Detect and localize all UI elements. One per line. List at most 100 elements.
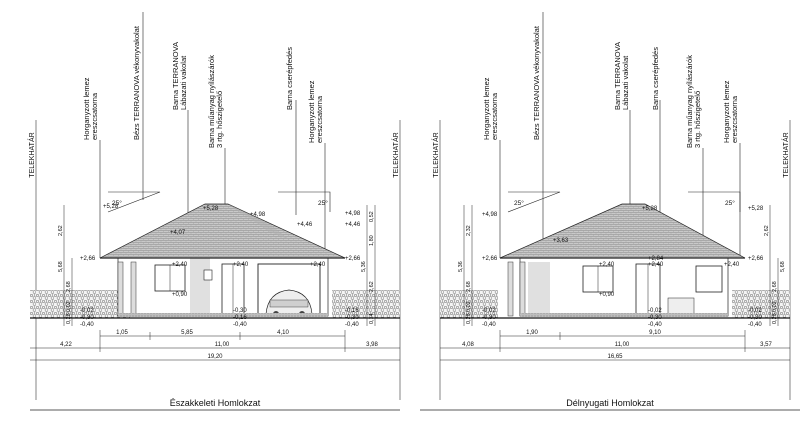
level: +2,40 [648,262,664,268]
plinth [520,313,728,317]
hdim: 9,10 [649,330,661,336]
level: +4,07 [170,230,186,236]
level: -0,30 [80,315,94,321]
level: +5,28 [203,206,219,212]
pitch-symbols [107,191,331,213]
right-elevation: TELEKHATÁR TELEKHATÁR Horganyzott lemez … [420,12,800,411]
window-small [203,269,213,281]
wall-shade [528,262,550,316]
level: +2,40 [599,262,615,268]
level: -0,02 [482,308,496,314]
level: +0,90 [172,292,188,298]
callout-text: Barna TERRANOVA [613,42,622,110]
pitch-label: 25° [112,199,122,207]
vdim: 1,80 [369,235,375,246]
pitch-symbols [507,191,741,213]
hdim: 5,85 [181,330,193,336]
porch-post [507,261,514,317]
level: -0,30 [233,308,247,314]
callout-text: Bézs TERRANOVA vékonyvakolat [532,25,541,140]
level-markers: +5,28 +5,28 +4,98 +4,46 +4,07 +4,98 +4,4… [80,204,361,328]
level: +2,66 [748,256,764,262]
vdim: 2,62 [369,281,375,292]
callout-text: Horganyzott lemez [82,77,91,140]
vdim: 2,68 [772,281,778,292]
vdim: 2,32 [466,225,472,236]
vdim: 0,28 [66,313,72,324]
level: +5,28 [748,206,764,212]
callout-text: 3 rtg. hőszigetelő [693,91,702,148]
level: +4,98 [250,212,266,218]
callout-text: ereszcsatorna [315,95,324,143]
level: +4,98 [345,211,361,217]
level: +2,40 [233,262,249,268]
level: -0,02 [648,308,662,314]
callout-text: Bézs TERRANOVA vékonyvakolat [132,25,141,140]
garden-bench [667,297,695,315]
vdim: 5,68 [58,261,64,272]
callout-text: Barna műanyag nyílászárók [685,55,694,148]
hdim: 16,65 [607,354,623,360]
callout-text: Horganyzott lemez [307,80,316,143]
pitch-label: 25° [318,199,328,207]
vdim-lines [463,205,779,326]
boundary-label-left: TELEKHATÁR [431,132,440,177]
level: +4,98 [482,212,498,218]
shrubbery [332,290,400,318]
vdim: 0,02 [772,301,778,312]
pitch-label: 25° [514,199,524,207]
level: +2,66 [482,256,498,262]
callout-text: 3 rtg. hőszigetelő [215,91,224,148]
boundary-label-right: TELEKHATÁR [781,132,790,177]
vdim: 0,02 [66,301,72,312]
pitch-label: 25° [725,199,735,207]
vdims: 2,32 5,36 2,68 0,02 0,28 2,62 5,68 2,68 … [458,225,786,324]
porch-post [519,261,526,317]
level: -0,16 [345,308,359,314]
hdim: 4,10 [277,330,289,336]
callout-text: Lábazati vakolat [621,55,630,110]
level: -0,30 [648,315,662,321]
hdim-lines [440,330,790,361]
roof-hip [228,204,290,240]
callout-text: ereszcsatorna [730,95,739,143]
shrubbery [440,290,498,318]
vdim: 2,62 [58,225,64,236]
level: +2,40 [310,262,326,268]
level: +2,40 [724,262,740,268]
vdim: 5,36 [458,261,464,272]
callouts: Horganyzott lemez ereszcsatorna Bézs TER… [482,25,739,148]
shrubbery [30,290,130,318]
level: +5,28 [642,206,658,212]
shrubbery [732,290,790,318]
callout-text: Barna TERRANOVA [171,42,180,110]
window [695,265,723,293]
level: +0,90 [599,292,615,298]
hdim: 3,98 [366,342,378,348]
hdim-lines [30,330,400,361]
callout-text: Barna cserépfedés [285,47,294,110]
level: -0,16 [233,315,247,321]
hdim: 4,22 [60,342,72,348]
level: -0,40 [233,322,247,328]
vdim: 0,28 [772,313,778,324]
callout-text: Barna cserépfedés [651,47,660,110]
elevation-caption: Délnyugati Homlokzat [566,398,654,408]
elevation-caption: Északkeleti Homlokzat [170,398,261,408]
level: -0,02 [748,308,762,314]
vdim: 5,68 [780,261,786,272]
callout-text: Horganyzott lemez [482,77,491,140]
roof [499,203,746,259]
level: -0,40 [482,322,496,328]
level: -0,40 [80,322,94,328]
callouts: Horganyzott lemez ereszcsatorna Bézs TER… [82,25,324,148]
vdim: 2,68 [66,281,72,292]
left-elevation: TELEKHATÁR TELEKHATÁR Horganyzott lemez … [27,12,401,411]
hdims: 1,90 9,10 4,08 11,00 3,57 16,65 [462,330,772,360]
hdim: 11,00 [215,342,230,348]
level: -0,40 [345,322,359,328]
plinth [118,313,328,317]
vdim: 0,52 [369,211,375,222]
